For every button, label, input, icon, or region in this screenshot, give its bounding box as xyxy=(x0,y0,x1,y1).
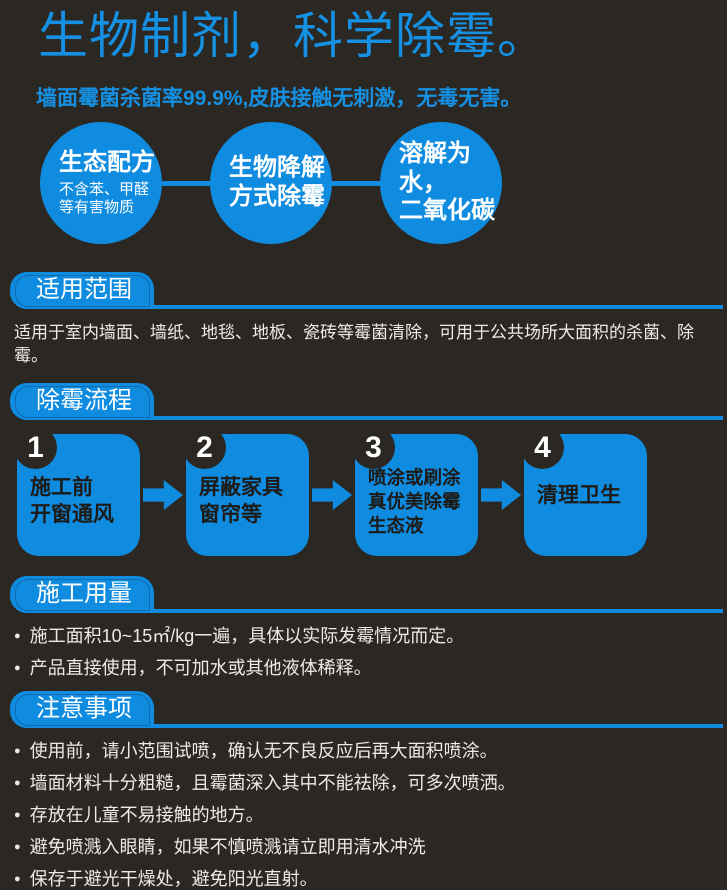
notes-list: 使用前，请小范围试喷，确认无不良反应后再大面积喷涂。 墙面材料十分粗糙，且霉菌深… xyxy=(14,740,727,890)
step-box-3: 3 喷涂或刷涂 真优美除霉 生态液 xyxy=(352,426,478,556)
list-item: 避免喷溅入眼睛，如果不慎喷溅请立即用清水冲洗 xyxy=(14,836,727,858)
step-text: 清理卫生 xyxy=(537,483,621,507)
section-header: 注意事项 xyxy=(0,691,727,728)
page-title: 生物制剂，科学除霉。 xyxy=(38,8,548,64)
step-number-badge: 4 xyxy=(521,426,564,469)
step-text: 生态液 xyxy=(368,515,424,536)
feature-title: 生态配方 xyxy=(59,149,155,177)
section-tab-process: 除霉流程 xyxy=(10,383,154,420)
section-tab-notes: 注意事项 xyxy=(10,691,154,728)
arrow-right-icon xyxy=(481,480,521,510)
list-item: 墙面材料十分粗糙，且霉菌深入其中不能祛除，可多次喷洒。 xyxy=(14,772,727,794)
step-box-1: 1 施工前 开窗通风 xyxy=(14,426,140,556)
hero-section: 生物制剂，科学除霉。 墙面霉菌杀菌率99.9%,皮肤接触无刺激，无毒无害。 xyxy=(0,0,727,112)
feature-circle-eco-formula: 生态配方 不含苯、甲醛等有害物质 xyxy=(40,122,162,244)
step-number-badge: 1 xyxy=(14,426,57,469)
feature-title: 方式除霉 xyxy=(229,183,325,210)
feature-title: 生物降解 xyxy=(229,154,325,182)
section-underline xyxy=(36,724,723,728)
step-text: 真优美除霉 xyxy=(368,491,461,512)
section-process: 除霉流程 1 施工前 开窗通风 2 屏蔽家具 窗帘等 3 喷涂或刷涂 真优美除霉… xyxy=(0,383,727,558)
list-item: 产品直接使用，不可加水或其他液体稀释。 xyxy=(14,657,727,679)
step-number-badge: 3 xyxy=(352,426,395,469)
step-number-badge: 2 xyxy=(183,426,226,469)
step-box-2: 2 屏蔽家具 窗帘等 xyxy=(183,426,309,556)
feature-circle-biodegrade: 生物降解 方式除霉 xyxy=(210,122,332,244)
section-dosage: 施工用量 施工面积10~15㎡/kg一遍，具体以实际发霉情况而定。 产品直接使用… xyxy=(0,576,727,679)
dosage-list: 施工面积10~15㎡/kg一遍，具体以实际发霉情况而定。 产品直接使用，不可加水… xyxy=(14,625,727,679)
connector-line xyxy=(162,180,210,186)
feature-circles: 生态配方 不含苯、甲醛等有害物质 生物降解 方式除霉 溶解为水， 二氧化碳 xyxy=(40,122,727,244)
product-detail-page: { "theme": { "background": "#2b2723", "a… xyxy=(0,0,727,850)
step-text: 施工前 xyxy=(30,476,93,499)
section-notes: 注意事项 使用前，请小范围试喷，确认无不良反应后再大面积喷涂。 墙面材料十分粗糙… xyxy=(0,691,727,890)
section-underline xyxy=(36,609,723,613)
section-underline xyxy=(36,305,723,309)
list-item: 保存于避光干燥处，避免阳光直射。 xyxy=(14,868,727,890)
process-steps: 1 施工前 开窗通风 2 屏蔽家具 窗帘等 3 喷涂或刷涂 真优美除霉 生态液 … xyxy=(14,426,727,558)
step-text: 屏蔽家具 xyxy=(199,476,283,499)
arrow-right-icon xyxy=(312,480,352,510)
step-text: 喷涂或刷涂 xyxy=(368,467,461,488)
section-underline xyxy=(36,416,723,420)
list-item: 使用前，请小范围试喷，确认无不良反应后再大面积喷涂。 xyxy=(14,740,727,762)
list-item: 施工面积10~15㎡/kg一遍，具体以实际发霉情况而定。 xyxy=(14,625,727,647)
section-header: 除霉流程 xyxy=(0,383,727,420)
section-tab-dosage: 施工用量 xyxy=(10,576,154,613)
feature-title: 二氧化碳 xyxy=(399,197,495,225)
scope-description: 适用于室内墙面、墙纸、地毯、地板、瓷砖等霉菌清除，可用于公共场所大面积的杀菌、除… xyxy=(14,323,694,365)
arrow-right-icon xyxy=(143,480,183,510)
connector-line xyxy=(332,180,380,186)
list-item: 存放在儿童不易接触的地方。 xyxy=(14,804,727,826)
step-text: 开窗通风 xyxy=(30,503,114,526)
section-header: 适用范围 xyxy=(0,272,727,309)
section-header: 施工用量 xyxy=(0,576,727,613)
feature-title: 溶解为水， xyxy=(399,139,471,196)
step-text: 窗帘等 xyxy=(199,503,262,526)
section-tab-scope: 适用范围 xyxy=(10,272,154,309)
page-subtitle: 墙面霉菌杀菌率99.9%,皮肤接触无刺激，无毒无害。 xyxy=(36,87,522,110)
section-scope: 适用范围 适用于室内墙面、墙纸、地毯、地板、瓷砖等霉菌清除，可用于公共场所大面积… xyxy=(0,272,727,367)
step-box-4: 4 清理卫生 xyxy=(521,426,647,556)
feature-circle-dissolve: 溶解为水， 二氧化碳 xyxy=(380,122,502,244)
feature-caption: 不含苯、甲醛等有害物质 xyxy=(59,181,150,216)
